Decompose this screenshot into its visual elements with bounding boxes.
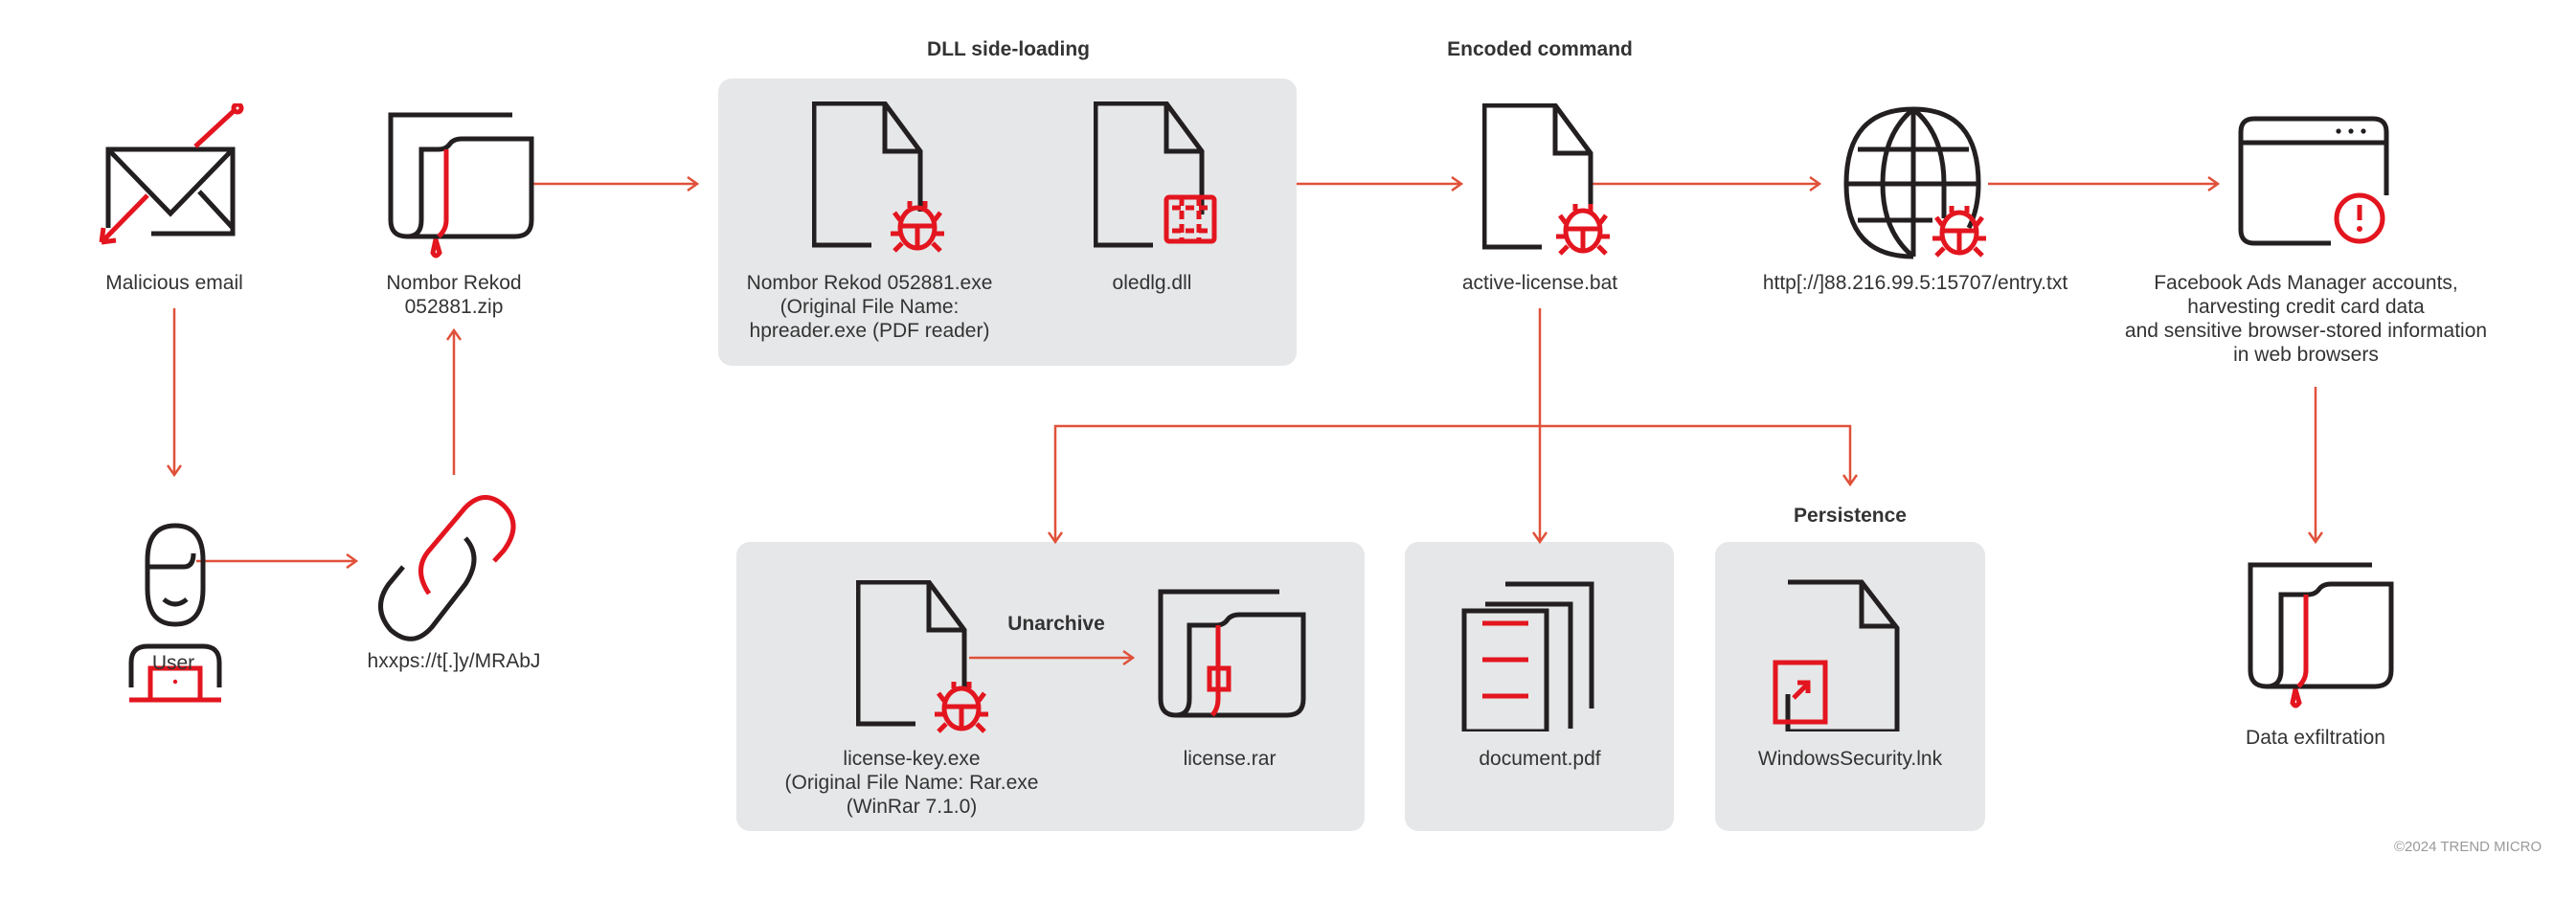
copyright: ©2024 TREND MICRO: [2394, 839, 2542, 855]
label-license-key: license-key.exe (Original File Name: Rar…: [784, 748, 1039, 818]
persistence-panel: [1715, 542, 1985, 831]
folder-leak-icon: [2248, 562, 2394, 709]
edge-bat-branch-left: [1055, 424, 1540, 542]
browser-alert-icon: [2238, 116, 2389, 246]
label-rar: license.rar: [1183, 748, 1277, 770]
bug-icon: [891, 201, 944, 253]
file-bug-icon: [1482, 103, 1610, 256]
label-exfil: Data exfiltration: [2246, 727, 2385, 749]
label-lnk: WindowsSecurity.lnk: [1757, 748, 1943, 770]
group-title-encoded-command: Encoded command: [1447, 38, 1633, 60]
document-stack-icon: [1461, 581, 1594, 731]
document-panel: [1405, 542, 1674, 831]
folder-leak-icon: [388, 112, 534, 259]
label-exe: Nombor Rekod 052881.exe (Original File N…: [746, 272, 993, 342]
file-shortcut-icon: [1773, 579, 1900, 731]
label-user: User: [151, 652, 195, 674]
label-bat: active-license.bat: [1461, 272, 1618, 294]
bug-icon: [935, 682, 988, 733]
envelope-hook-icon: [99, 103, 244, 245]
label-browser: Facebook Ads Manager accounts, harvestin…: [2124, 272, 2488, 366]
file-bug-icon: [812, 101, 944, 253]
label-pdf: document.pdf: [1479, 748, 1601, 770]
group-title-dll-sideloading: DLL side-loading: [927, 38, 1090, 60]
file-dll-icon: [1094, 101, 1217, 248]
label-zip: Nombor Rekod 052881.zip: [386, 272, 522, 318]
globe-bug-icon: [1843, 106, 1986, 259]
group-title-persistence: Persistence: [1794, 505, 1907, 527]
alert-icon: [2334, 192, 2385, 244]
label-dll: oledlg.dll: [1112, 272, 1192, 294]
user-laptop-icon: [128, 523, 222, 703]
archive-folder-icon: [1158, 589, 1306, 718]
label-link: hxxps://t[.]y/MRAbJ: [367, 650, 541, 672]
bug-icon: [1556, 204, 1610, 256]
label-malicious-email: Malicious email: [105, 272, 243, 294]
bug-icon: [1932, 206, 1986, 258]
file-bug-icon: [856, 580, 988, 733]
label-url: http[://]88.216.99.5:15707/entry.txt: [1762, 272, 2068, 294]
chain-link-icon: [378, 495, 516, 641]
edge-bat-branch-right: [1540, 424, 1850, 484]
edge-label-unarchive: Unarchive: [1007, 613, 1105, 635]
